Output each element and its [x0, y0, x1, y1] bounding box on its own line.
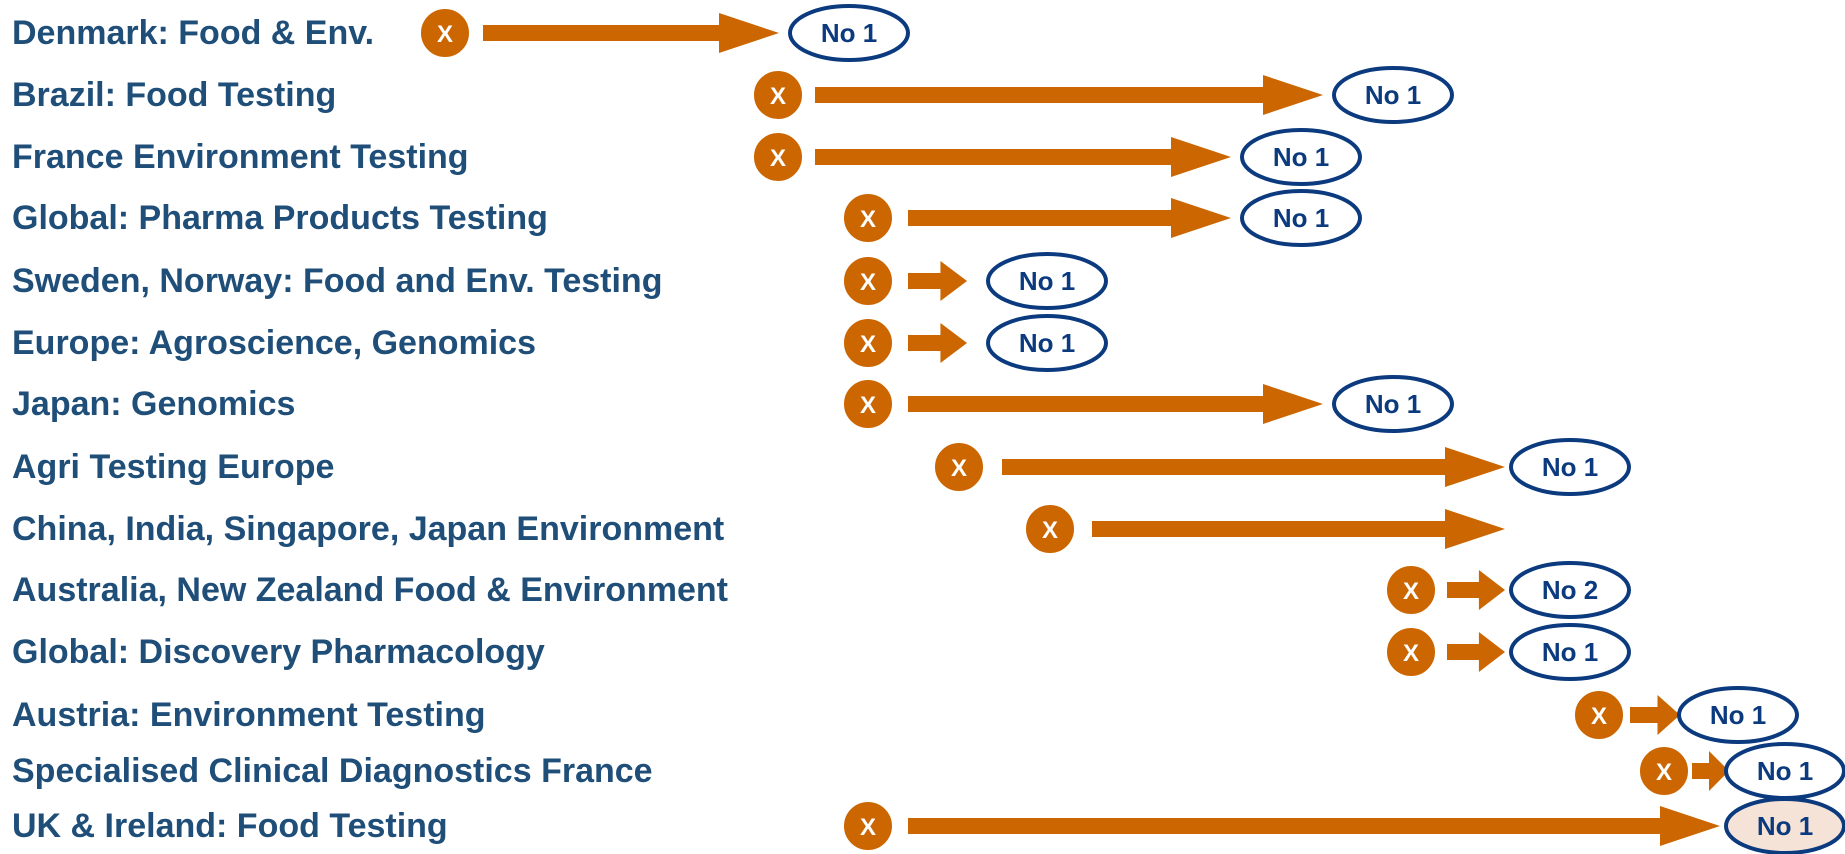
timeline-row: X No 1: [842, 189, 1362, 247]
row-label: Brazil: Food Testing: [12, 76, 337, 114]
x-marker-circle: [752, 131, 804, 183]
progress-arrow: [1447, 632, 1505, 672]
row-label: UK & Ireland: Food Testing: [12, 807, 448, 845]
row-label: China, India, Singapore, Japan Environme…: [12, 510, 725, 548]
row-label: Global: Discovery Pharmacology: [12, 633, 545, 671]
rank-badge-label: No 2: [1542, 575, 1598, 605]
x-marker-circle: [933, 441, 985, 493]
timeline-row: X No 2: [1385, 561, 1631, 619]
x-marker-label: X: [1656, 759, 1672, 786]
timeline-row: X No 1: [752, 66, 1454, 124]
x-marker-circle: [419, 7, 471, 59]
x-marker-circle: [1385, 564, 1437, 616]
timeline-row: X No 1: [933, 438, 1631, 496]
row-label: Agri Testing Europe: [12, 448, 335, 486]
progress-arrow: [1447, 570, 1505, 610]
x-marker-circle: [842, 192, 894, 244]
rank-badge: [1724, 797, 1845, 854]
rank-badge: [1509, 561, 1631, 619]
rank-badge: [986, 252, 1108, 310]
progress-arrow: [908, 323, 967, 363]
rank-badge: [1332, 375, 1454, 433]
timeline-row: X: [1024, 503, 1505, 555]
x-marker-circle: [752, 69, 804, 121]
progress-arrow: [1692, 751, 1729, 791]
timeline-row: X No 1: [1573, 686, 1799, 744]
rank-badge: [1332, 66, 1454, 124]
row-label: Global: Pharma Products Testing: [12, 199, 548, 237]
x-marker-circle: [842, 317, 894, 369]
row-label: Sweden, Norway: Food and Env. Testing: [12, 262, 663, 300]
x-marker-circle: [842, 255, 894, 307]
rank-badge-label: No 1: [1019, 266, 1075, 296]
rank-badge-label: No 1: [1273, 203, 1329, 233]
x-marker-circle: [1385, 626, 1437, 678]
x-marker-circle: [1573, 689, 1625, 741]
rank-badge-label: No 1: [1365, 389, 1421, 419]
progress-arrow: [908, 384, 1323, 424]
x-marker-label: X: [860, 331, 876, 358]
x-marker-circle: [1024, 503, 1076, 555]
timeline-row: X No 1: [842, 314, 1108, 372]
progress-arrow: [908, 198, 1231, 238]
progress-arrow: [1002, 447, 1505, 487]
timeline-row: X No 1: [1385, 623, 1631, 681]
progress-arrow: [483, 13, 779, 53]
x-marker-label: X: [860, 269, 876, 296]
rank-badge-label: No 1: [1365, 80, 1421, 110]
rank-badge-label: No 1: [1273, 142, 1329, 172]
rank-badge: [986, 314, 1108, 372]
timeline-row: X No 1: [419, 4, 910, 62]
x-marker-label: X: [951, 455, 967, 482]
progress-arrow: [908, 261, 967, 301]
timeline-row: X No 1: [842, 252, 1108, 310]
x-marker-label: X: [860, 392, 876, 419]
rank-badge-label: No 1: [1542, 637, 1598, 667]
rank-badge-label: No 1: [1757, 811, 1813, 841]
x-marker-label: X: [1403, 578, 1419, 605]
rank-badge: [1677, 686, 1799, 744]
rank-badge-label: No 1: [1757, 756, 1813, 786]
x-marker-label: X: [860, 206, 876, 233]
progress-arrow: [815, 75, 1323, 115]
rank-badge: [1509, 438, 1631, 496]
timeline-row: X No 1: [842, 375, 1454, 433]
row-label: Japan: Genomics: [12, 385, 296, 423]
x-marker-label: X: [437, 21, 453, 48]
timeline-row: X No 1: [1638, 742, 1845, 800]
row-label: Europe: Agroscience, Genomics: [12, 324, 536, 362]
progress-arrow: [1092, 509, 1505, 549]
rank-badge: [1240, 128, 1362, 186]
x-marker-label: X: [1042, 517, 1058, 544]
x-marker-label: X: [1403, 640, 1419, 667]
progress-arrow: [908, 806, 1720, 846]
row-label: Specialised Clinical Diagnostics France: [12, 752, 653, 790]
timeline-row: X No 1: [752, 128, 1362, 186]
x-marker-circle: [1638, 745, 1690, 797]
progress-arrow: [1630, 695, 1680, 735]
row-label: France Environment Testing: [12, 138, 469, 176]
rank-badge-label: No 1: [821, 18, 877, 48]
rank-badge: [1509, 623, 1631, 681]
rank-badge-label: No 1: [1542, 452, 1598, 482]
row-label: Australia, New Zealand Food & Environmen…: [12, 571, 728, 609]
x-marker-circle: [842, 800, 894, 852]
row-label: Austria: Environment Testing: [12, 696, 486, 734]
x-marker-label: X: [770, 145, 786, 172]
rank-badge: [1240, 189, 1362, 247]
timeline-row: X No 1: [842, 797, 1845, 854]
row-label: Denmark: Food & Env.: [12, 14, 375, 52]
rank-badge-label: No 1: [1019, 328, 1075, 358]
x-marker-label: X: [770, 83, 786, 110]
rank-badge: [788, 4, 910, 62]
progress-arrow: [815, 137, 1231, 177]
rank-badge-label: No 1: [1710, 700, 1766, 730]
x-marker-circle: [842, 378, 894, 430]
x-marker-label: X: [1591, 703, 1607, 730]
x-marker-label: X: [860, 814, 876, 841]
